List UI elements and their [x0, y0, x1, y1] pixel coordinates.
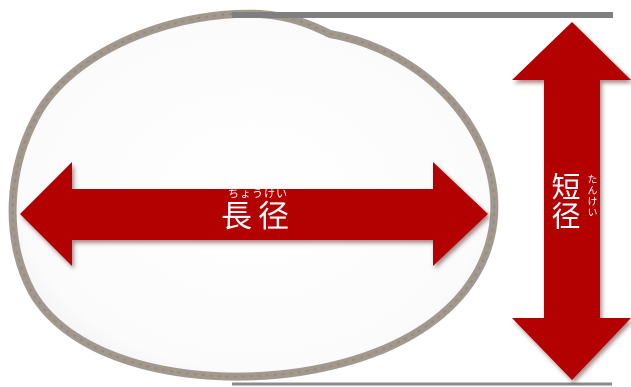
major-axis-label: ちょうけい 長径: [213, 187, 303, 235]
double-arrow-horizontal-icon: [20, 162, 488, 266]
minor-axis-ruby: たんけい: [585, 174, 596, 218]
minor-axis-label: 短径 たんけい: [546, 172, 606, 252]
major-axis-text: 長径: [221, 199, 295, 235]
double-arrow-vertical-icon: [512, 22, 631, 380]
minor-axis-text: 短径: [547, 172, 581, 230]
major-axis-ruby: ちょうけい: [228, 187, 288, 200]
